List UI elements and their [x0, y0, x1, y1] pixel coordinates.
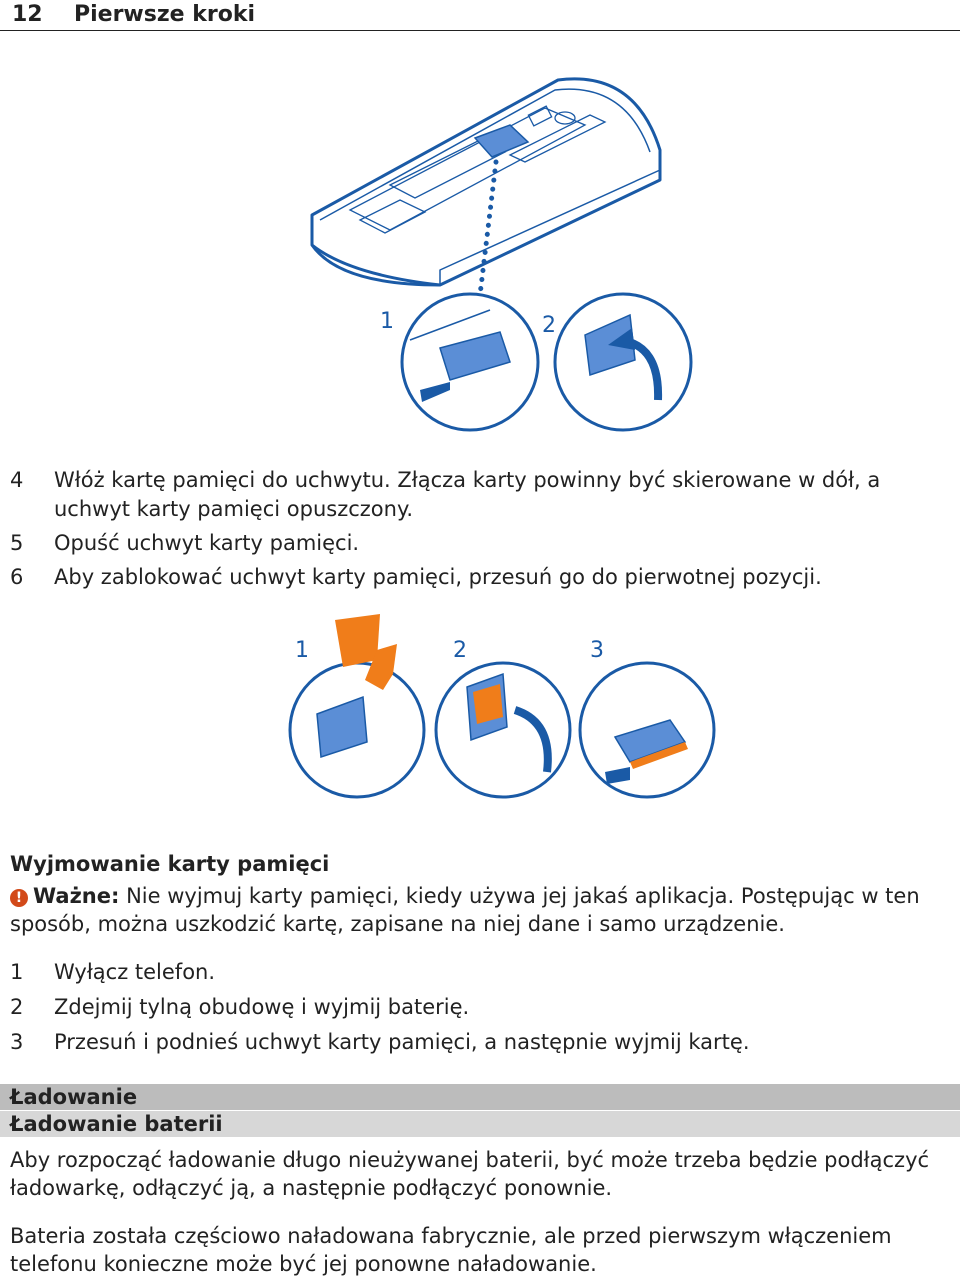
charging-paragraph-1: Aby rozpocząć ładowanie długo nieużywane…: [10, 1148, 930, 1200]
phone-illustration: 1 2: [310, 77, 693, 432]
step-text: Wyłącz telefon.: [54, 960, 216, 984]
step-number: 1: [10, 960, 24, 984]
battery-charging-subheading-bar: Ładowanie baterii: [0, 1111, 960, 1137]
step-number: 6: [10, 565, 24, 589]
step-text: Zdejmij tylną obudowę i wyjmij baterię.: [54, 995, 470, 1019]
page-header: 12 Pierwsze kroki: [0, 0, 960, 31]
charging-heading: Ładowanie: [10, 1085, 138, 1109]
insertion-circle-3: [578, 661, 716, 799]
warning-text: Nie wyjmuj karty pamięci, kiedy używa je…: [10, 884, 920, 936]
step-text: Włóż kartę pamięci do uchwytu. Złącza ka…: [54, 468, 881, 521]
step-number: 4: [10, 468, 24, 492]
card-insertion-illustration: 1 2 3: [288, 614, 716, 799]
step-number: 2: [10, 995, 24, 1019]
warning-label: Ważne:: [33, 884, 120, 908]
figure2-label-1: 1: [295, 638, 309, 663]
battery-charging-subheading: Ładowanie baterii: [10, 1112, 223, 1136]
step-text: Przesuń i podnieś uchwyt karty pamięci, …: [54, 1030, 750, 1054]
zoom-circle-1: [400, 292, 540, 432]
zoom-circle-2: [553, 292, 693, 432]
insertion-circle-1: [288, 614, 426, 799]
charging-heading-bar: Ładowanie: [0, 1084, 960, 1110]
figure2-label-3: 3: [590, 638, 604, 663]
figure1-label-2: 2: [542, 313, 556, 338]
charging-paragraph-2: Bateria została częściowo naładowana fab…: [10, 1224, 892, 1276]
warning-note: ! Ważne: Nie wyjmuj karty pamięci, kiedy …: [10, 882, 955, 938]
figure2-label-2: 2: [453, 638, 467, 663]
warning-icon: !: [10, 889, 28, 907]
memory-card-slot: [473, 124, 530, 158]
step-number: 5: [10, 531, 24, 555]
figure1-label-1: 1: [380, 309, 394, 334]
step-number: 3: [10, 1030, 24, 1054]
remove-card-heading: Wyjmowanie karty pamięci: [10, 852, 330, 876]
page-number: 12: [12, 2, 43, 27]
step-text: Opuść uchwyt karty pamięci.: [54, 531, 360, 555]
step-text: Aby zablokować uchwyt karty pamięci, prz…: [54, 565, 822, 589]
insertion-circle-2: [434, 661, 572, 799]
section-title: Pierwsze kroki: [74, 2, 256, 27]
